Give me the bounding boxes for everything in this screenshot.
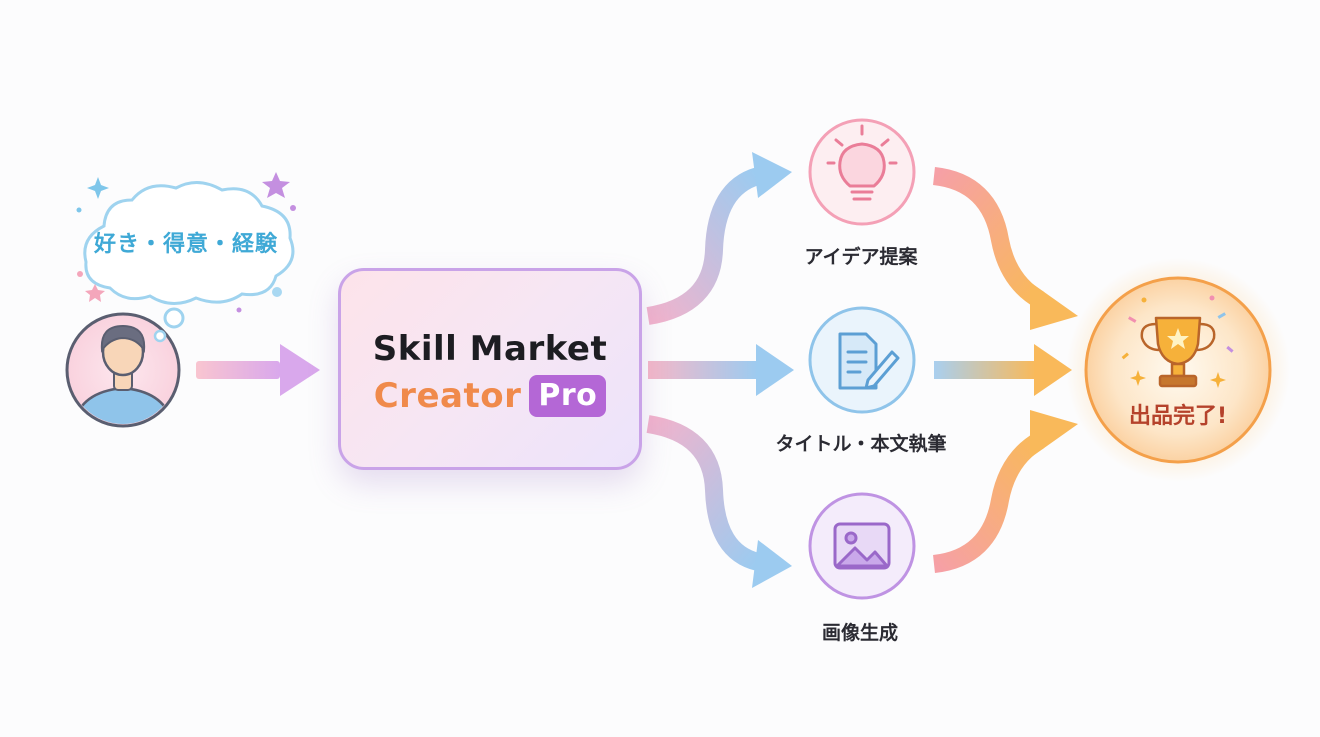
arrow-ideas-to-goal <box>932 167 1078 330</box>
goal-label: 出品完了! <box>1128 404 1228 429</box>
trophy-icon <box>1140 316 1216 388</box>
arrow-to-writing <box>648 344 794 396</box>
thought-text: 好き・得意・経験 <box>93 232 278 257</box>
image-icon <box>833 522 891 570</box>
arrow-images-to-goal <box>932 410 1078 573</box>
goal-node <box>1066 258 1290 482</box>
sparkle-icon <box>87 177 109 199</box>
hub-subtitle: Creator <box>373 376 522 416</box>
step-label-writing: タイトル・本文執筆 <box>775 433 947 455</box>
arrow-writing-to-goal <box>934 344 1072 396</box>
step-node-writing <box>808 306 916 414</box>
hub-title: Skill Market <box>372 329 608 369</box>
pro-badge: Pro <box>529 375 607 417</box>
arrow-to-ideas <box>646 152 792 325</box>
lightbulb-icon <box>826 124 898 201</box>
arrow-to-hub <box>196 344 320 396</box>
arrow-to-images <box>646 415 792 588</box>
star-icon <box>262 172 290 198</box>
step-label-ideas: アイデア提案 <box>804 246 918 268</box>
thought-cloud <box>76 172 296 343</box>
document-pen-icon <box>838 332 900 390</box>
step-label-images: 画像生成 <box>821 622 898 644</box>
step-node-ideas <box>808 118 916 226</box>
avatar <box>65 312 181 428</box>
star-icon <box>85 284 105 302</box>
confetti <box>1121 295 1234 388</box>
step-node-images <box>808 492 916 600</box>
